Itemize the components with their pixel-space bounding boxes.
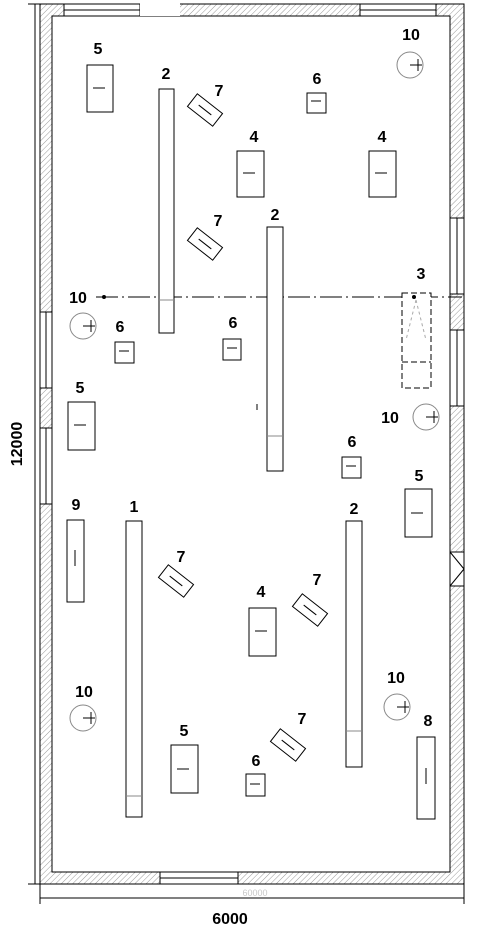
label-2-center: 2 [271,207,280,224]
item-labels: 5 2 7 6 10 4 4 7 2 3 10 6 6 5 10 6 5 9 1… [69,27,432,770]
window-left-upper [39,311,53,389]
rotated-inner-marks [169,104,317,751]
boxes-6 [114,92,362,797]
windows [39,3,465,885]
label-4-top-right: 4 [378,129,387,146]
doors [140,3,465,587]
box-6-a [306,92,327,114]
label-7-a: 7 [215,83,224,100]
box-4-top-left [236,150,265,198]
box-4-bottom [248,607,277,657]
dimension-lines [28,3,465,904]
label-1: 1 [130,499,139,516]
box-4-top-right [368,150,397,198]
label-6-e: 6 [252,753,261,770]
box-6-c [222,338,242,361]
circle-ticks [83,59,438,724]
table-2-center [266,226,284,472]
box-5-left [67,401,96,451]
label-5-top: 5 [94,41,103,58]
box-6-d [341,456,362,479]
label-2-right: 2 [350,501,359,518]
label-10-e: 10 [75,684,93,701]
label-5-left: 5 [76,380,85,397]
label-10-d: 10 [387,670,405,687]
label-7-e: 7 [298,711,307,728]
boxes-4 [236,150,397,657]
long-tables [66,88,436,820]
window-right-lower [449,329,465,407]
table-1 [125,520,143,818]
inner-marks [74,87,427,785]
label-10-b: 10 [69,290,87,307]
label-2-left: 2 [162,66,171,83]
label-7-c: 7 [177,549,186,566]
table-2-left [158,88,175,334]
label-6-d: 6 [348,434,357,451]
label-9: 9 [72,497,81,514]
label-5-right: 5 [415,468,424,485]
box-6-e [245,773,266,797]
label-10-a: 10 [402,27,420,44]
unit-3 [401,292,432,389]
window-right-upper [449,217,465,295]
axis-line [96,295,462,299]
label-4-bottom: 4 [257,584,266,601]
window-top-right [359,3,437,17]
label-3: 3 [417,266,426,283]
boxes-5 [67,64,433,794]
box-6-b [114,341,135,364]
label-7-b: 7 [214,213,223,230]
window-bottom [159,871,239,885]
table-2-right [345,520,363,768]
door-right [449,551,465,587]
label-7-d: 7 [313,572,322,589]
dimension-ghost-label: 60000 [242,888,267,898]
label-6-a: 6 [313,71,322,88]
window-left-lower [39,427,53,505]
label-4-top-left: 4 [250,129,259,146]
label-6-c: 6 [229,315,238,332]
label-8: 8 [424,713,433,730]
door-top [140,4,180,16]
label-10-c: 10 [381,410,399,427]
label-5-bottom: 5 [180,723,189,740]
dimension-height: 12000 [9,422,26,467]
label-6-b: 6 [116,319,125,336]
window-top-left [63,3,141,17]
dimension-width: 6000 [212,911,248,928]
